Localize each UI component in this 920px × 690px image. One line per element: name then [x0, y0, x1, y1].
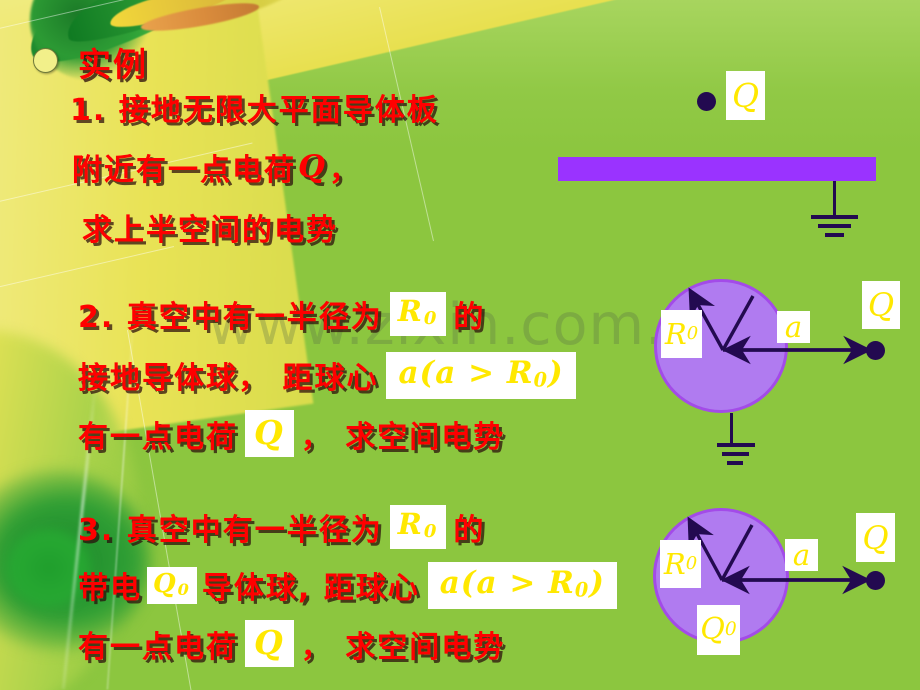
item-2-line-1: 2. 真空中有一半径为 R0 的 [78, 292, 485, 336]
item-2-charge-box: Q [245, 410, 294, 457]
item-3-line-3-post: ， 求空间电势 [300, 629, 506, 665]
item-3-line-2-pre: 带电 [78, 571, 142, 607]
item-2-line-3-pre: 有一点电荷 [78, 419, 238, 455]
item-1-line-2-pre: 附近有一点电荷 [72, 153, 296, 188]
item-3-radius-symbol: R [397, 507, 424, 542]
item-3-formula-pre: a(a > R [439, 565, 575, 601]
item-3-formula-sub: 0 [574, 578, 590, 602]
item-2-line-3: 有一点电荷 Q ， 求空间电势 [78, 410, 505, 457]
item-1-line-1-text: 1. 接地无限大平面导体板 [70, 93, 439, 128]
item-2-formula-sub: 0 [533, 368, 548, 392]
item-3-line-3: 有一点电荷 Q ， 求空间电势 [78, 620, 505, 667]
item-3-charge-symbol: Q [254, 623, 285, 662]
item-2-distance-formula-box: a(a > R0) [386, 352, 576, 399]
item-3-charge-box: Q [245, 620, 294, 667]
page-title: 实例 [78, 45, 148, 84]
item-3-line-2: 带电 Q0 导体球, 距球心 a(a > R0) [78, 562, 625, 609]
item-3-line-2-mid: 导体球, 距球心 [201, 571, 420, 607]
item-3-line-3-pre: 有一点电荷 [78, 629, 238, 665]
watermark-text: www.zixin.com.cn [208, 292, 734, 358]
item-3-formula-post: ) [589, 565, 605, 601]
item-2-radius-box: R0 [389, 292, 447, 336]
item-1-inline-charge-Q: Q [298, 149, 328, 185]
item-3-line-1-post: 的 [453, 513, 486, 548]
item-1-line-2: 附近有一点电荷 Q ， [72, 145, 361, 189]
item-3-sphere-charge-subscript: 0 [177, 579, 191, 599]
item-1-line-2-post: ， [329, 153, 362, 188]
item-2-line-2-pre: 接地导体球， 距球心 [78, 361, 379, 397]
item-2-charge-symbol: Q [254, 413, 285, 452]
item-2-line-1-post: 的 [453, 300, 486, 335]
item-2-formula-post: ) [548, 355, 564, 391]
item-3-radius-subscript: 0 [423, 521, 439, 543]
item-3-sphere-charge-symbol: Q [153, 568, 178, 599]
item-1-line-1: 1. 接地无限大平面导体板 [70, 85, 439, 129]
item-2-line-1-pre: 2. 真空中有一半径为 [78, 300, 383, 335]
item-2-line-3-post: ， 求空间电势 [300, 419, 506, 455]
item-3-distance-formula-box: a(a > R0) [427, 562, 617, 609]
item-3-radius-box: R0 [389, 505, 447, 549]
item-1-line-3-text: 求上半空间的电势 [82, 213, 338, 248]
item-3-sphere-charge-box: Q0 [147, 566, 197, 604]
item-2-line-2: 接地导体球， 距球心 a(a > R0) [78, 352, 584, 399]
item-3-line-1: 3. 真空中有一半径为 R0 的 [78, 505, 485, 549]
bullet-dot-icon [33, 48, 58, 73]
item-3-line-1-pre: 3. 真空中有一半径为 [78, 513, 383, 548]
item-2-radius-symbol: R [397, 294, 424, 329]
item-2-formula-pre: a(a > R [398, 355, 534, 391]
item-1-line-3: 求上半空间的电势 [82, 205, 338, 249]
item-2-radius-subscript: 0 [423, 308, 439, 330]
